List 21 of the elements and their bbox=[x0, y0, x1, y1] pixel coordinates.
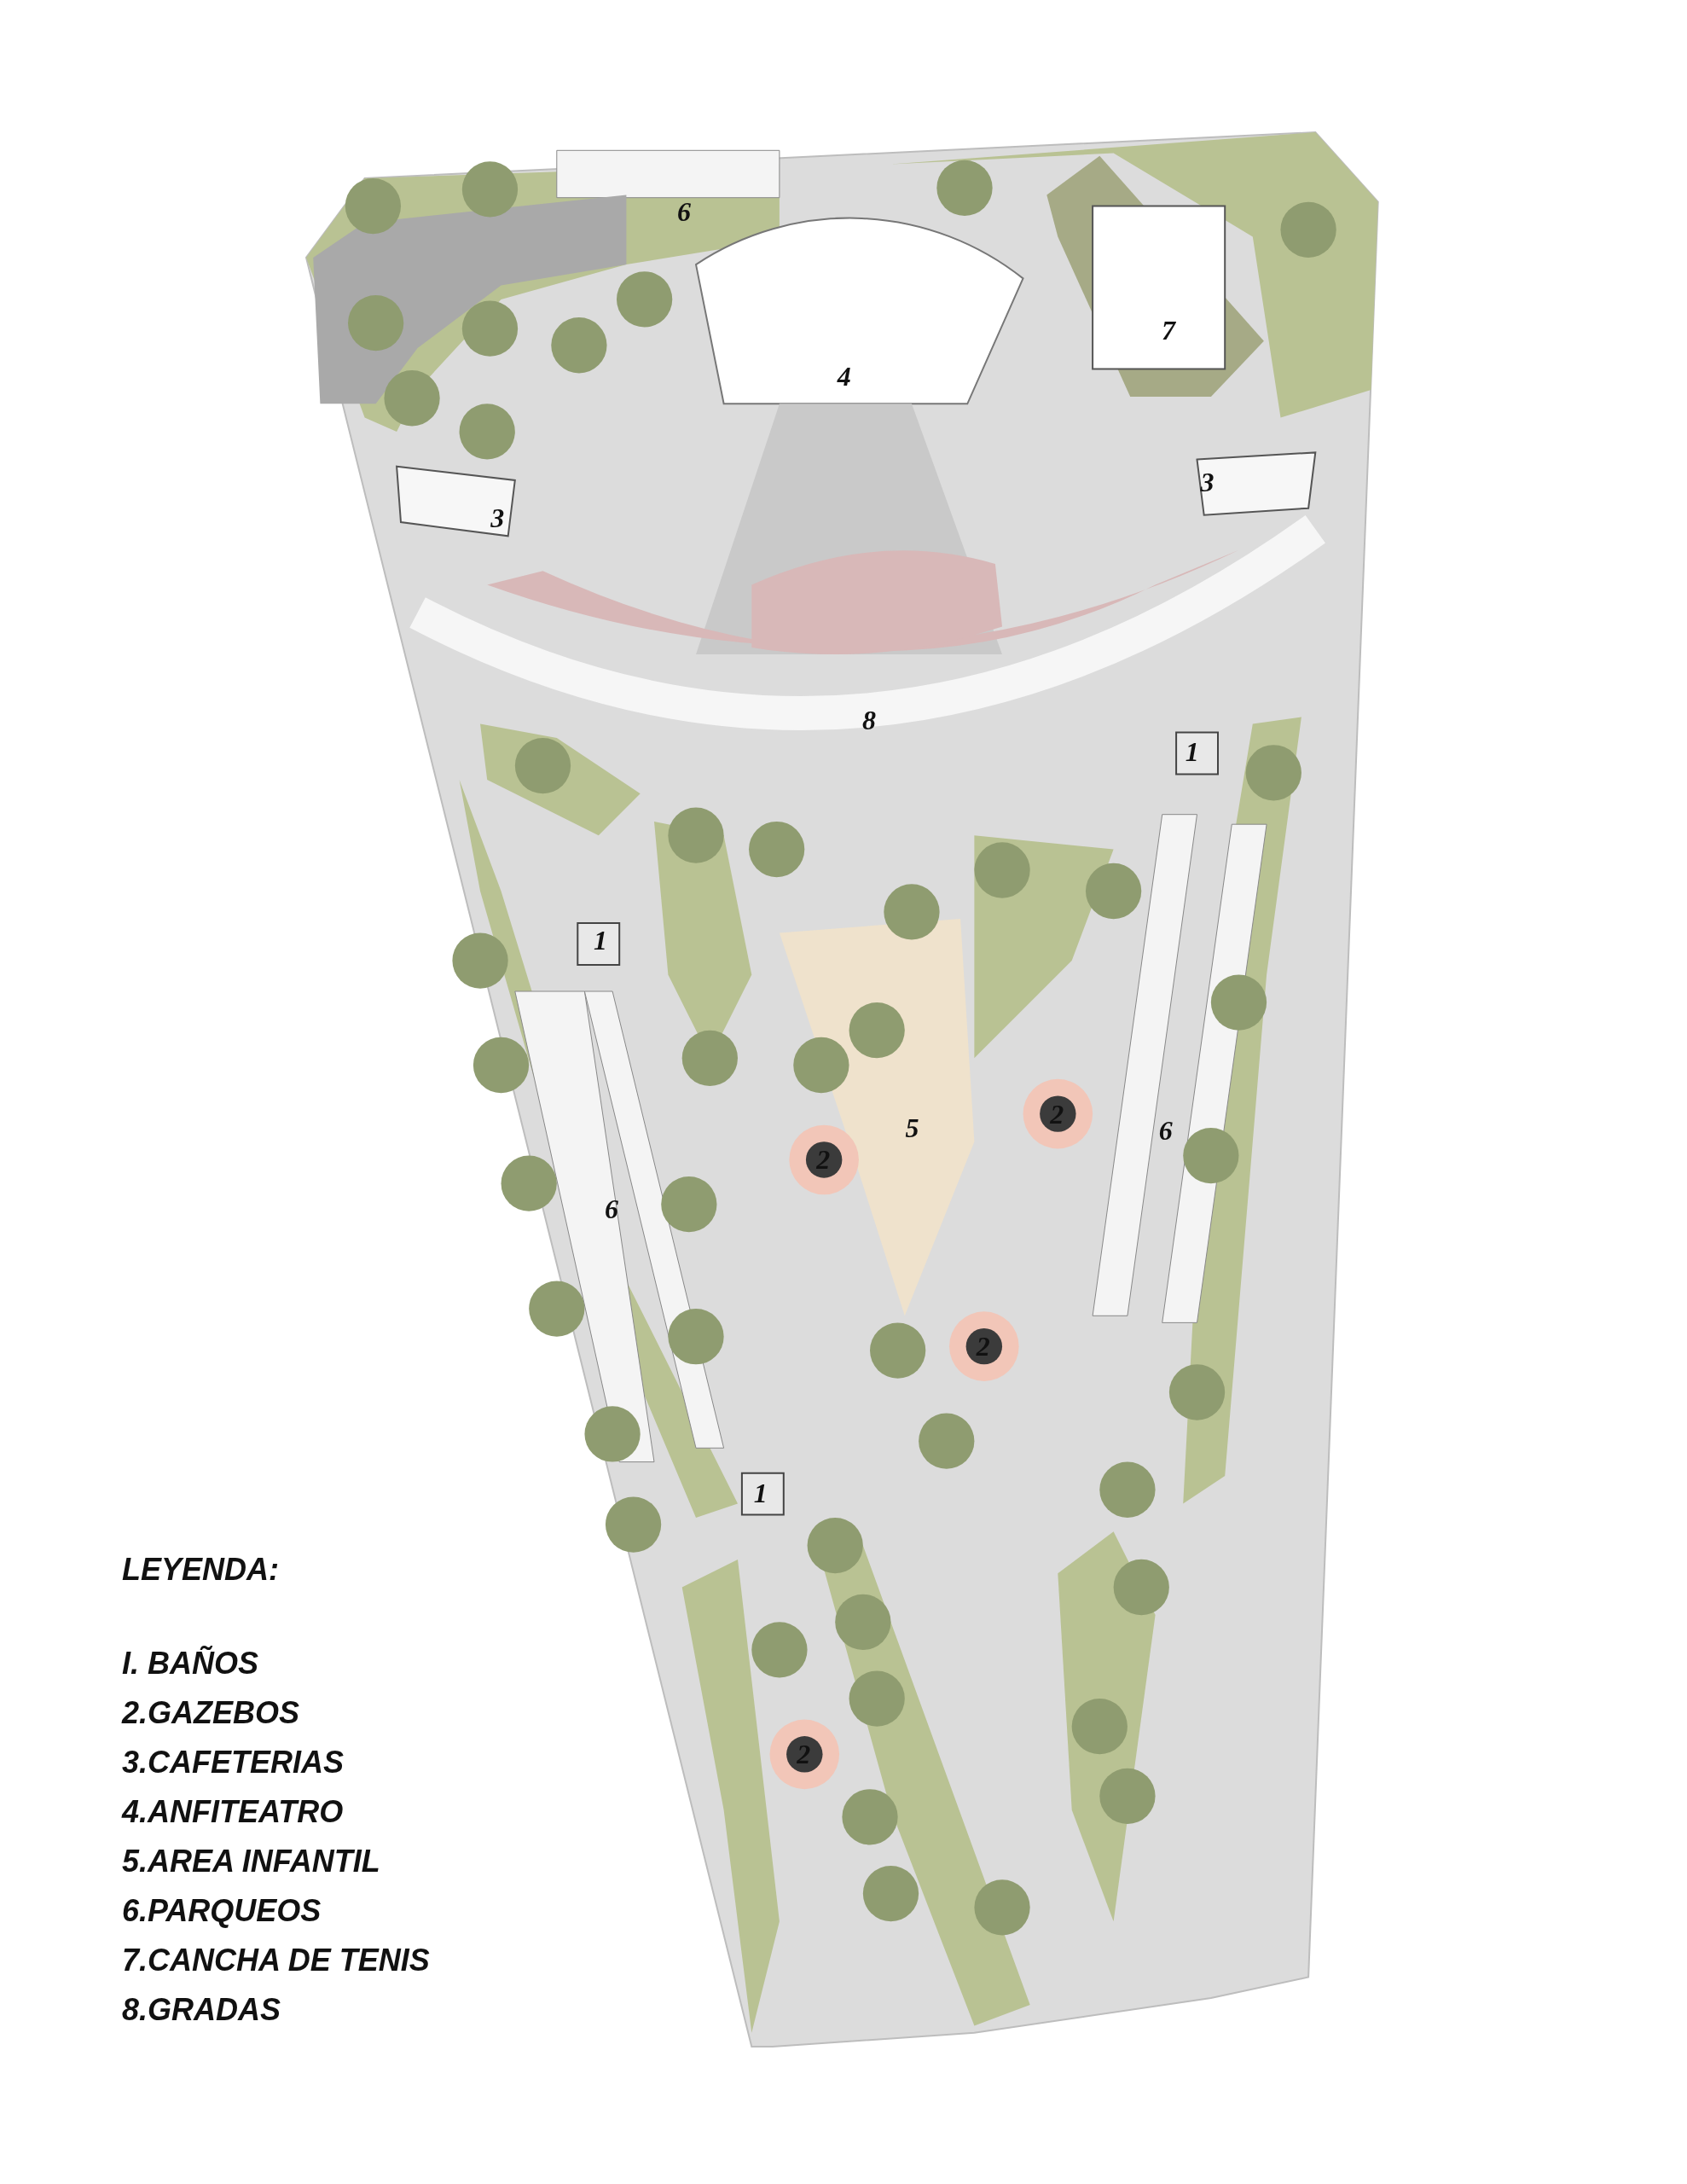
legend-entry: 4.ANFITEATRO bbox=[122, 1795, 344, 1829]
legend-entry: 6.PARQUEOS bbox=[122, 1894, 322, 1928]
legend-entry: I. BAÑOS bbox=[122, 1647, 258, 1681]
callout-number: 4 bbox=[837, 361, 851, 391]
legend-entry: 3.CAFETERIAS bbox=[122, 1745, 345, 1780]
callout-number: 8 bbox=[862, 705, 876, 735]
callout-number: 7 bbox=[1161, 315, 1175, 345]
legend-entry: 2.GAZEBOS bbox=[122, 1696, 300, 1730]
callout-number: 1 bbox=[594, 925, 607, 955]
legend-title: LEYENDA: bbox=[122, 1553, 279, 1587]
legend-entry: 7.CANCHA DE TENIS bbox=[122, 1943, 430, 1978]
callout-number: 3 bbox=[490, 503, 505, 533]
callout-number: 6 bbox=[676, 197, 691, 227]
callout-number: 1 bbox=[1185, 737, 1199, 767]
callout-number: 3 bbox=[1200, 467, 1215, 497]
callout-number: 5 bbox=[905, 1112, 919, 1142]
callout-number: 6 bbox=[1158, 1116, 1173, 1146]
legend-entry: 5.AREA INFANTIL bbox=[122, 1844, 380, 1879]
callout-number: 1 bbox=[753, 1478, 768, 1507]
callout-number: 6 bbox=[605, 1194, 619, 1223]
legend-entry: 8.GRADAS bbox=[122, 1993, 281, 2027]
